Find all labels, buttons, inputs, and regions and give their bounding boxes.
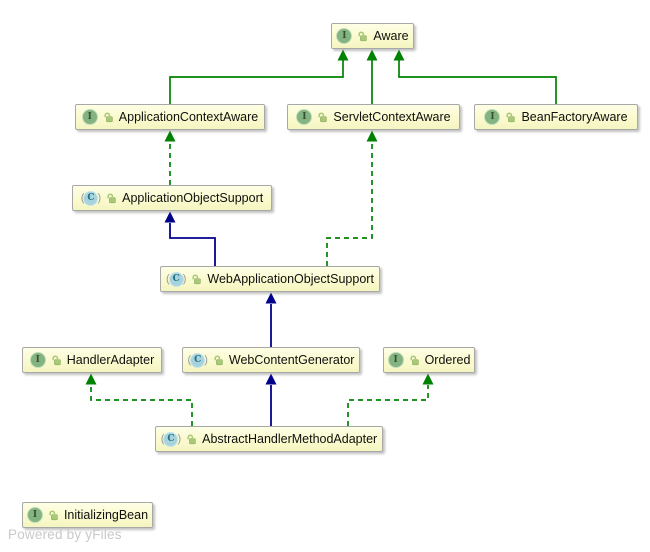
class-icon: C — [161, 431, 181, 447]
node-applicationcontextaware[interactable]: I ApplicationContextAware — [75, 104, 265, 130]
edge-abstracthandlermethodadapter-implements-ordered — [347, 373, 434, 426]
lock-open-icon — [103, 111, 114, 123]
interface-icon: I — [387, 352, 404, 368]
node-beanfactoryaware[interactable]: I BeanFactoryAware — [474, 104, 638, 130]
lock-open-icon — [51, 354, 62, 366]
interface-icon: I — [336, 28, 353, 44]
lock-open-icon — [213, 354, 224, 366]
node-label: BeanFactoryAware — [521, 109, 628, 124]
node-label: HandlerAdapter — [66, 352, 155, 367]
edge-applicationcontextaware-extends-aware — [169, 49, 349, 104]
edge-abstracthandlermethodadapter-extends-webcontentgenerator — [265, 373, 277, 426]
interface-icon: I — [26, 507, 43, 523]
interface-icon: I — [29, 352, 46, 368]
class-icon: C — [166, 271, 186, 287]
node-label: WebApplicationObjectSupport — [207, 271, 374, 286]
class-icon: C — [81, 190, 101, 206]
lock-open-icon — [186, 433, 197, 445]
edge-servletcontextaware-extends-aware — [366, 49, 378, 104]
node-label: Ordered — [424, 352, 471, 367]
node-handleradapter[interactable]: I HandlerAdapter — [22, 347, 162, 373]
node-servletcontextaware[interactable]: I ServletContextAware — [287, 104, 460, 130]
lock-open-icon — [191, 273, 202, 285]
interface-icon: I — [81, 109, 98, 125]
lock-open-icon — [357, 30, 368, 42]
lock-open-icon — [505, 111, 516, 123]
yfiles-watermark: Powered by yFiles — [8, 527, 122, 542]
edge-beanfactoryaware-extends-aware — [393, 49, 557, 104]
node-label: WebContentGenerator — [228, 352, 355, 367]
node-webapplicationobjectsupport[interactable]: C WebApplicationObjectSupport — [160, 266, 380, 292]
node-label: ServletContextAware — [333, 109, 451, 124]
edge-abstracthandlermethodadapter-implements-handleradapter — [85, 373, 193, 426]
node-label: Aware — [373, 28, 409, 43]
edge-applicationobjectsupport-implements-applicationcontextaware — [164, 130, 176, 185]
lock-open-icon — [317, 111, 328, 123]
lock-open-icon — [409, 354, 420, 366]
interface-icon: I — [296, 109, 313, 125]
edge-webapplicationobjectsupport-extends-applicationobjectsupport — [164, 211, 216, 266]
node-label: ApplicationContextAware — [118, 109, 259, 124]
class-icon: C — [188, 352, 208, 368]
node-ordered[interactable]: I Ordered — [383, 347, 475, 373]
node-aware[interactable]: I Aware — [331, 23, 414, 49]
interface-icon: I — [484, 109, 501, 125]
edge-webcontentgenerator-extends-webapplicationobjectsupport — [265, 292, 277, 347]
node-applicationobjectsupport[interactable]: C ApplicationObjectSupport — [72, 185, 272, 211]
node-label: InitializingBean — [63, 507, 149, 522]
edge-webapplicationobjectsupport-implements-servletcontextaware — [326, 130, 378, 266]
lock-open-icon — [48, 509, 59, 521]
lock-open-icon — [106, 192, 117, 204]
node-label: AbstractHandlerMethodAdapter — [202, 431, 378, 446]
node-label: ApplicationObjectSupport — [122, 190, 264, 205]
node-initializingbean[interactable]: I InitializingBean — [22, 502, 153, 528]
node-abstracthandlermethodadapter[interactable]: C AbstractHandlerMethodAdapter — [155, 426, 383, 452]
node-webcontentgenerator[interactable]: C WebContentGenerator — [182, 347, 360, 373]
